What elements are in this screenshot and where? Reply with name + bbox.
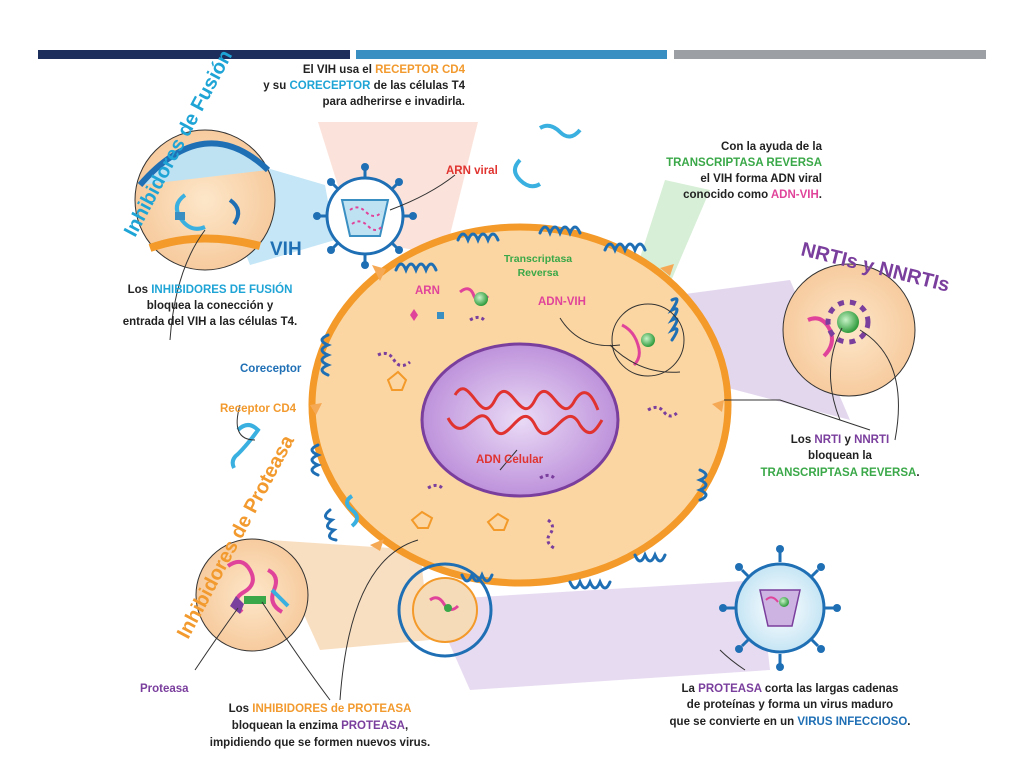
- label-coreceptor: Coreceptor: [240, 363, 302, 375]
- label-rt-1: Transcriptasa: [504, 253, 572, 265]
- label-receptor-cd4: Receptor CD4: [220, 403, 297, 415]
- protease-line3: impidiendo que se formen nuevos virus.: [210, 737, 430, 749]
- membrane-coreceptors: [310, 225, 708, 590]
- nrti-line1: Los NRTI y NNRTI: [791, 434, 889, 446]
- beam-maturation: [430, 580, 770, 690]
- rt-note-line4: conocido como ADN-VIH.: [683, 189, 822, 201]
- maturation-line2: de proteínas y forma un virus maduro: [687, 699, 893, 711]
- fusion-line3: entrada del VIH a las células T4.: [123, 316, 298, 328]
- cellular-dna: [446, 387, 604, 435]
- mature-virus: [719, 545, 841, 671]
- top-note-line3: para adherirse e invadirla.: [322, 96, 465, 108]
- top-note-line1: El VIH usa el RECEPTOR CD4: [303, 64, 466, 76]
- nrti-line3: TRANSCRIPTASA REVERSA.: [760, 467, 919, 479]
- fusion-zoom: [134, 129, 276, 271]
- protease-label: Proteasa: [140, 683, 189, 695]
- label-adn-vih: ADN-VIH: [538, 296, 586, 308]
- leader-lines: [169, 174, 899, 701]
- header-bar-navy: [38, 50, 350, 59]
- label-arn-viral: ARN viral: [446, 165, 498, 177]
- header-bar-gray: [674, 50, 986, 59]
- label-vih: VIH: [270, 239, 302, 260]
- protease-line1: Los INHIBIDORES de PROTEASA: [229, 703, 412, 715]
- label-rt-2: Reversa: [518, 267, 559, 279]
- hiv-virus: [313, 163, 417, 269]
- fusion-line2: bloquea la conección y: [147, 300, 274, 312]
- maturation-line1: La PROTEASA corta las largas cadenas: [682, 683, 899, 695]
- top-note-line2: y su CORECEPTOR de las células T4: [263, 80, 465, 92]
- cd4-receptors: [310, 264, 724, 551]
- label-adn-celular: ADN Celular: [476, 454, 544, 466]
- rt-note-line3: el VIH forma ADN viral: [700, 173, 822, 185]
- header-bar-blue: [356, 50, 667, 59]
- rt-note-line1: Con la ayuda de la: [721, 141, 823, 153]
- protease-zoom: [195, 538, 309, 652]
- rt-note-line2: TRANSCRIPTASA REVERSA: [666, 157, 822, 169]
- nrti-line2: bloquean la: [808, 450, 873, 462]
- rt-zoom: [611, 303, 685, 377]
- maturation-line3: que se convierte en un VIRUS INFECCIOSO.: [670, 716, 911, 728]
- nrti-zoom: [782, 263, 916, 397]
- cell-contents: [230, 123, 680, 550]
- beam-protease: [270, 540, 430, 650]
- protease-line2: bloquean la enzima PROTEASA,: [232, 720, 408, 732]
- budding-virus: [397, 562, 493, 658]
- fusion-line1: Los INHIBIDORES DE FUSIÓN: [128, 283, 293, 296]
- label-arn: ARN: [415, 285, 440, 297]
